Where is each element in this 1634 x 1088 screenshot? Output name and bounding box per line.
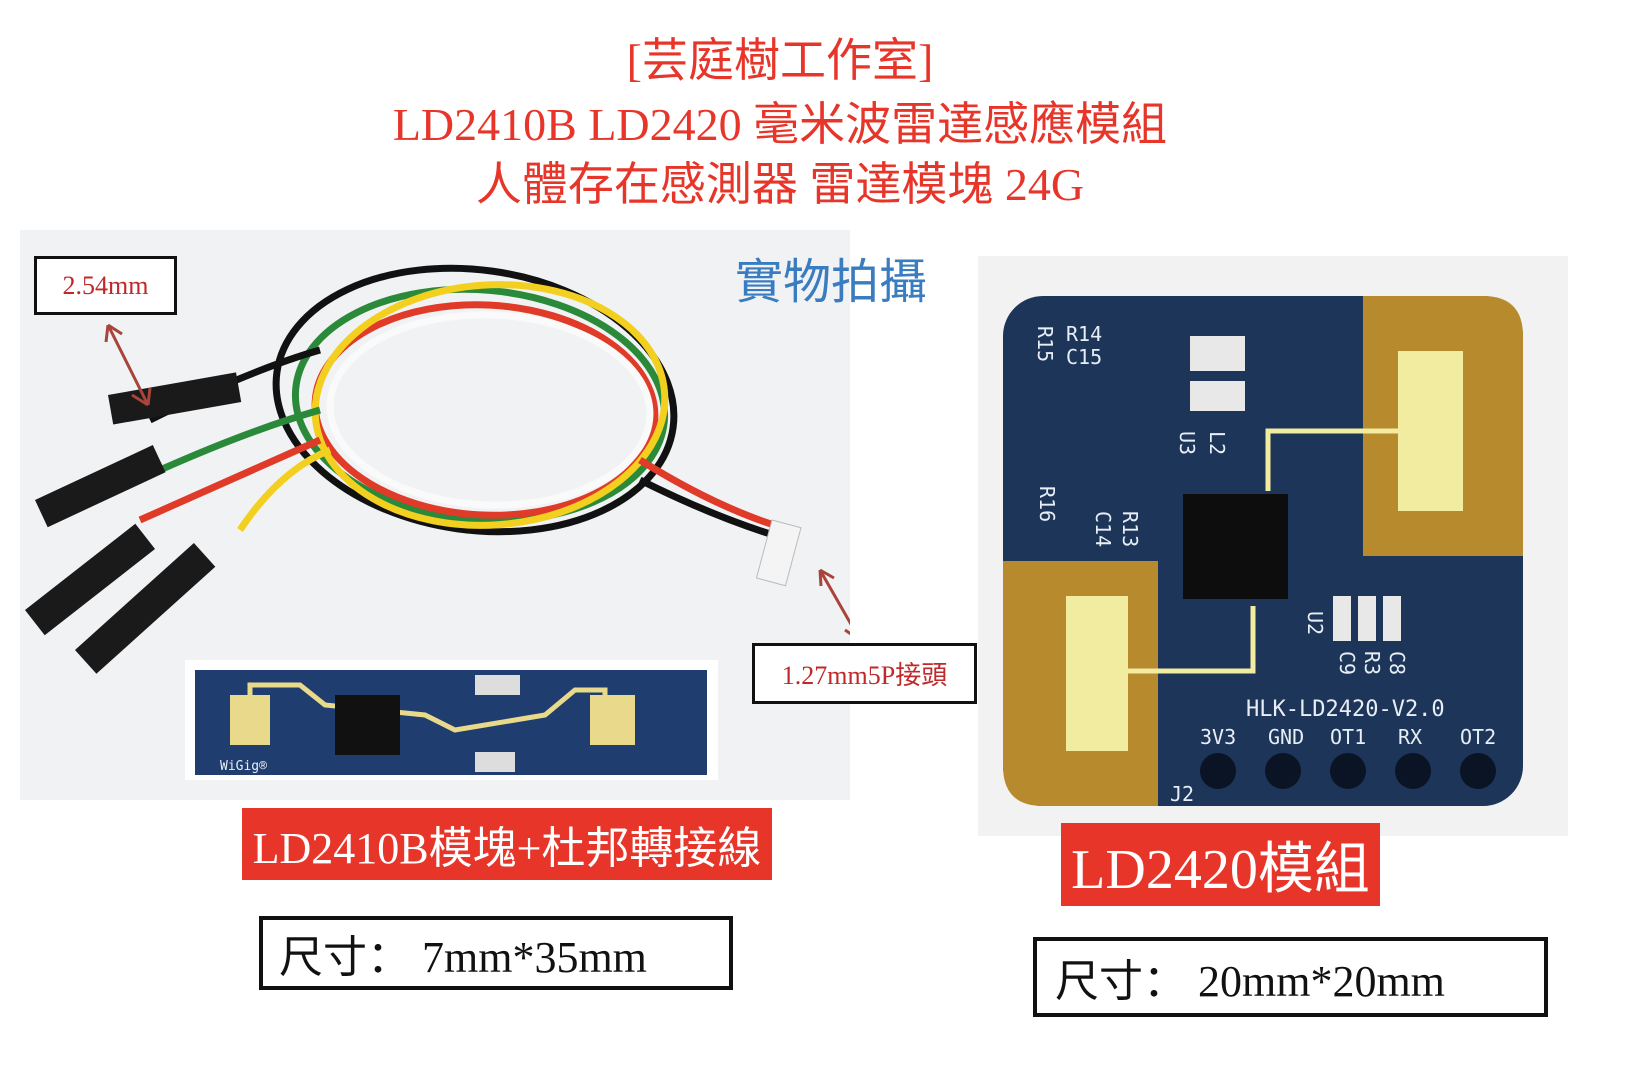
- silk-r14: R14: [1066, 322, 1102, 346]
- ld2420-board-photo: R14 C15 R15 L2 U3 R13 C14 R16 U2 C9 R3 C…: [978, 256, 1568, 836]
- silk-pin-ot1: OT1: [1330, 725, 1366, 749]
- wigig-mark: WiGig®: [220, 759, 267, 774]
- ld2410b-size: 尺寸： 7mm*35mm: [259, 916, 733, 990]
- silk-c15: C15: [1066, 345, 1102, 369]
- silk-c9: C9: [1335, 651, 1359, 675]
- connector-label: 1.27mm5P接頭: [752, 643, 977, 704]
- silk-u2: U2: [1303, 611, 1327, 635]
- silk-r15: R15: [1033, 326, 1057, 362]
- silk-pin-ot2: OT2: [1460, 725, 1496, 749]
- silk-u3: U3: [1175, 431, 1199, 455]
- ld2420-product-label: LD2420模組: [1061, 823, 1380, 906]
- silk-pin-3v3: 3V3: [1200, 725, 1236, 749]
- silk-r3: R3: [1360, 651, 1384, 675]
- product-title-line1: LD2410B LD2420 毫米波雷達感應模組: [392, 99, 1168, 150]
- pitch-label: 2.54mm: [34, 256, 177, 315]
- brand-title: [芸庭樹工作室]: [626, 35, 934, 86]
- photo-caption: 實物拍攝: [735, 254, 928, 310]
- silk-c14: C14: [1091, 511, 1115, 547]
- ld2410b-board-image: WiGig®: [185, 660, 718, 780]
- silk-r16: R16: [1035, 486, 1059, 522]
- silk-model: HLK-LD2420-V2.0: [1246, 697, 1445, 722]
- dupont-cable-image: [25, 264, 862, 674]
- silk-pin-rx: RX: [1398, 725, 1422, 749]
- silk-r13: R13: [1118, 511, 1142, 547]
- silk-pin-gnd: GND: [1268, 725, 1304, 749]
- ld2410b-product-label: LD2410B模塊+杜邦轉接線: [242, 808, 772, 880]
- product-title-line2: 人體存在感測器 雷達模塊 24G: [475, 159, 1085, 210]
- ld2420-size: 尺寸： 20mm*20mm: [1033, 937, 1548, 1017]
- silk-j2: J2: [1170, 782, 1194, 806]
- silk-l2: L2: [1205, 431, 1229, 455]
- silk-c8: C8: [1385, 651, 1409, 675]
